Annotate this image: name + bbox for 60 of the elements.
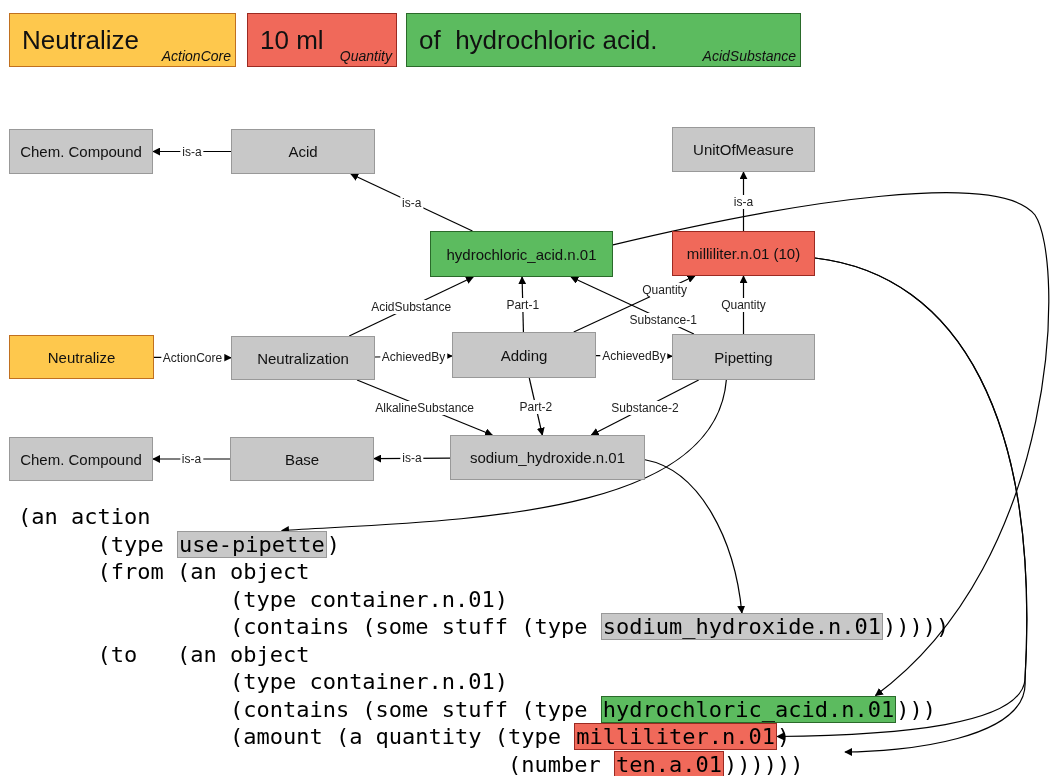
role-label: AcidSubstance (702, 48, 797, 64)
annotated-phrase-box (9, 13, 236, 67)
edge-label: is-a (179, 452, 204, 466)
code-text: ))) (896, 696, 936, 722)
role-label: Quantity (339, 48, 394, 64)
phrase-text: 10 ml (260, 24, 324, 56)
code-text: (from (an object (97, 559, 310, 584)
arrow (612, 192, 1050, 697)
concept-box: Pipetting (672, 334, 815, 380)
arrow (644, 459, 745, 614)
annotated-phrase-box (247, 13, 397, 67)
code-text: (type container.n.01) (229, 586, 509, 612)
arrow (814, 257, 1028, 756)
edge-label: AchievedBy (600, 349, 668, 363)
edge-label: Part-2 (517, 399, 555, 414)
concept-box: Chem. Compound (9, 437, 153, 481)
edge-label: is-a (180, 144, 204, 159)
concept-box: Neutralize (9, 335, 154, 379)
edge-label: Quantity (640, 283, 689, 297)
code-text: (contains (some stuff (type (229, 696, 588, 722)
concept-box: Neutralization (231, 336, 375, 380)
edge-label: Quantity (719, 298, 768, 312)
concept-box: sodium_hydroxide.n.01 (450, 435, 645, 480)
annotated-phrase-box (406, 13, 801, 67)
concept-box: milliliter.n.01 (10) (672, 231, 815, 276)
code-text: )))))) (724, 751, 804, 776)
concept-box: Chem. Compound (9, 129, 153, 174)
arrow (739, 171, 748, 232)
code-text: ) (326, 531, 340, 557)
code-text: (amount (a quantity (type (229, 724, 562, 749)
concept-box: hydrochloric_acid.n.01 (430, 231, 613, 277)
concept-box: Adding (452, 332, 596, 378)
highlighted-token: use-pipette (176, 530, 327, 558)
edge-label: is-a (731, 194, 756, 209)
code-text: (type (97, 531, 164, 557)
phrase-text: of hydrochloric acid. (419, 24, 658, 56)
highlighted-token: hydrochloric_acid.n.01 (600, 695, 897, 723)
edge-label: AchievedBy (379, 349, 448, 364)
concept-box: UnitOfMeasure (672, 127, 815, 172)
edge-label: AcidSubstance (369, 299, 454, 314)
code-text: (to (an object (97, 641, 310, 667)
concept-box: Acid (231, 129, 375, 174)
edge-label: AlkalineSubstance (373, 400, 476, 415)
highlighted-token: milliliter.n.01 (574, 723, 777, 750)
edge-label: ActionCore (160, 350, 225, 365)
code-text: (contains (some stuff (type (229, 614, 588, 639)
phrase-text: Neutralize (22, 24, 140, 56)
code-text: ))))) (882, 614, 950, 639)
code-text: (an action (18, 504, 151, 529)
arrow (152, 147, 232, 156)
edge-label: Part-1 (504, 297, 542, 312)
code-text: (type container.n.01) (229, 669, 509, 694)
role-label: ActionCore (161, 48, 232, 64)
highlighted-token: sodium_hydroxide.n.01 (600, 613, 883, 640)
edge-label: Substance-2 (609, 400, 681, 415)
edge-label: Substance-1 (627, 312, 699, 327)
code-text: (number (508, 751, 601, 776)
edge-label: is-a (400, 195, 424, 210)
highlighted-token: ten.a.01 (614, 750, 724, 776)
concept-box: Base (230, 437, 374, 481)
